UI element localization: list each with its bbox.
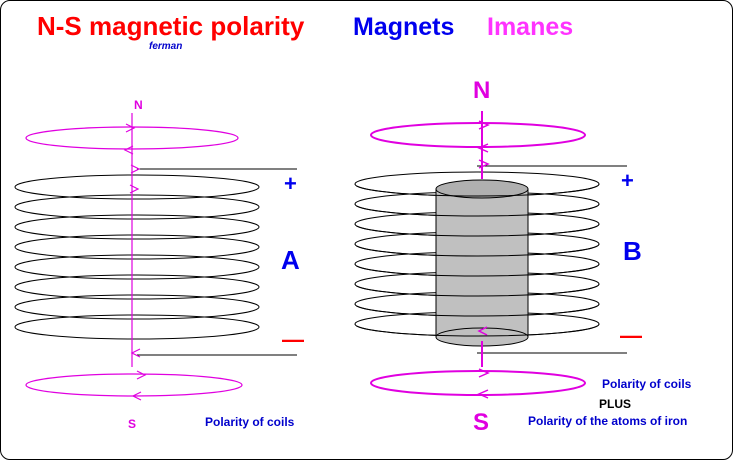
- coil-b-plus-terminal: +: [621, 168, 634, 193]
- coil-b-north-label: N: [473, 77, 491, 104]
- coil-b-front-windings: [354, 183, 600, 337]
- coil-b-arrows: [477, 120, 490, 399]
- coil-b-caption-line1: Polarity of coils: [602, 377, 692, 391]
- coil-a-plus-terminal: +: [284, 171, 297, 196]
- magnets-heading: Magnets: [353, 13, 455, 41]
- coil-b-south-label: S: [473, 409, 490, 436]
- coil-b-minus-terminal: —: [620, 323, 642, 348]
- coil-a-north-label: N: [134, 98, 143, 112]
- coil-b-field-lines: [370, 111, 586, 396]
- coil-a-letter: A: [281, 245, 300, 275]
- coil-a-arrows: [123, 123, 147, 401]
- page-title: N-S magnetic polarity: [37, 11, 305, 41]
- imanes-heading: Imanes: [487, 13, 574, 41]
- coil-a-caption: Polarity of coils: [205, 415, 295, 429]
- coil-b-letter: B: [623, 236, 642, 266]
- coil-b-caption-line2: PLUS: [599, 397, 632, 411]
- author-credit: ferman: [149, 41, 183, 52]
- coil-a-minus-terminal: —: [282, 327, 304, 352]
- coil-a-south-label: S: [128, 417, 137, 431]
- coil-b-caption-line3: Polarity of the atoms of iron: [528, 414, 688, 428]
- iron-core: [435, 179, 529, 347]
- coil-a-windings: [14, 168, 297, 356]
